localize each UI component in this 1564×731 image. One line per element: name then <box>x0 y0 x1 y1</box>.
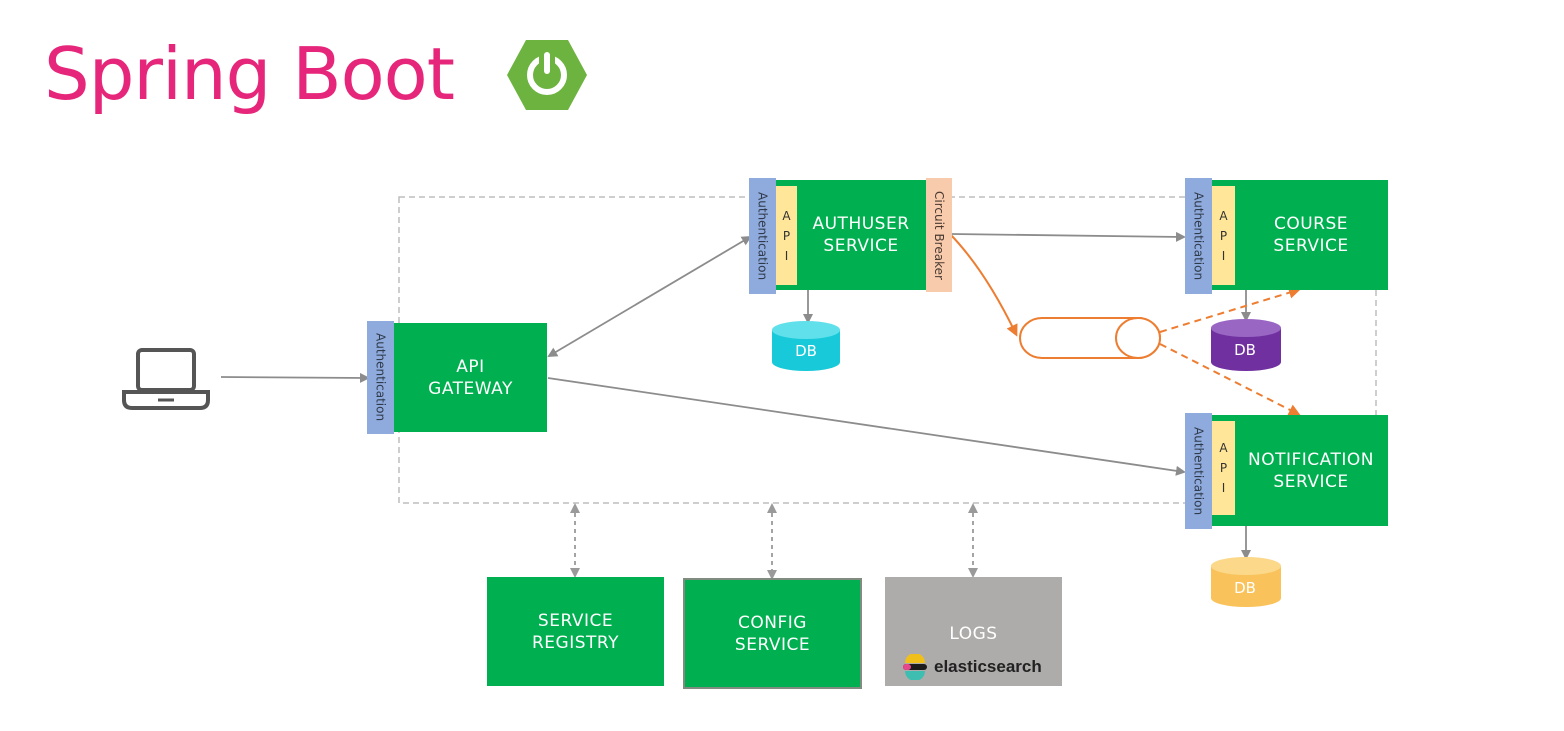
arrow-circuit-broker <box>949 233 1018 337</box>
course-db-label: DB <box>1234 341 1256 359</box>
elasticsearch-icon <box>903 654 927 680</box>
notification-auth-label: Authentication <box>1191 426 1206 516</box>
message-broker-icon <box>1019 317 1161 359</box>
authuser-db-label: DB <box>795 342 817 360</box>
page-title: Spring Boot <box>44 32 455 116</box>
course-db: DB <box>1211 319 1281 371</box>
authuser-service-box[interactable]: AUTHUSER SERVICE <box>776 180 926 290</box>
notification-db-label: DB <box>1234 579 1256 597</box>
arrow-broker-notification <box>1159 343 1301 416</box>
course-auth-label: Authentication <box>1191 191 1206 281</box>
gateway-auth-strip: Authentication <box>367 321 394 434</box>
authuser-db: DB <box>772 321 840 371</box>
arrow-authuser-course <box>951 231 1186 242</box>
notification-api-strip: A P I <box>1212 421 1235 515</box>
course-api-strip: A P I <box>1212 186 1235 285</box>
arrow-gateway-authuser <box>547 235 752 358</box>
notification-auth-strip: Authentication <box>1185 413 1212 529</box>
notification-service-box[interactable]: NOTIFICATION SERVICE <box>1212 415 1388 526</box>
authuser-auth-label: Authentication <box>755 191 770 281</box>
circuit-breaker-label: Circuit Breaker <box>932 190 946 280</box>
service-registry-box[interactable]: SERVICE REGISTRY <box>487 577 664 686</box>
config-service-box[interactable]: CONFIG SERVICE <box>683 578 862 689</box>
elasticsearch-label: elasticsearch <box>934 657 1042 676</box>
course-auth-strip: Authentication <box>1185 178 1212 294</box>
arrow-gateway-notification <box>547 377 1186 476</box>
logs-label: LOGS <box>949 624 998 644</box>
api-gateway-box[interactable]: API GATEWAY <box>394 323 547 432</box>
notification-db: DB <box>1211 557 1281 607</box>
spring-power-icon <box>507 40 587 110</box>
gateway-auth-label: Authentication <box>373 333 388 422</box>
laptop-icon <box>122 348 210 410</box>
authuser-auth-strip: Authentication <box>749 178 776 294</box>
authuser-api-strip: A P I <box>776 186 797 285</box>
arrow-client-gateway <box>220 372 370 383</box>
arrow-broker-course <box>1159 286 1301 333</box>
elasticsearch-brand: elasticsearch <box>902 654 1042 680</box>
circuit-breaker-strip: Circuit Breaker <box>926 178 952 292</box>
course-service-box[interactable]: COURSE SERVICE <box>1212 180 1388 290</box>
